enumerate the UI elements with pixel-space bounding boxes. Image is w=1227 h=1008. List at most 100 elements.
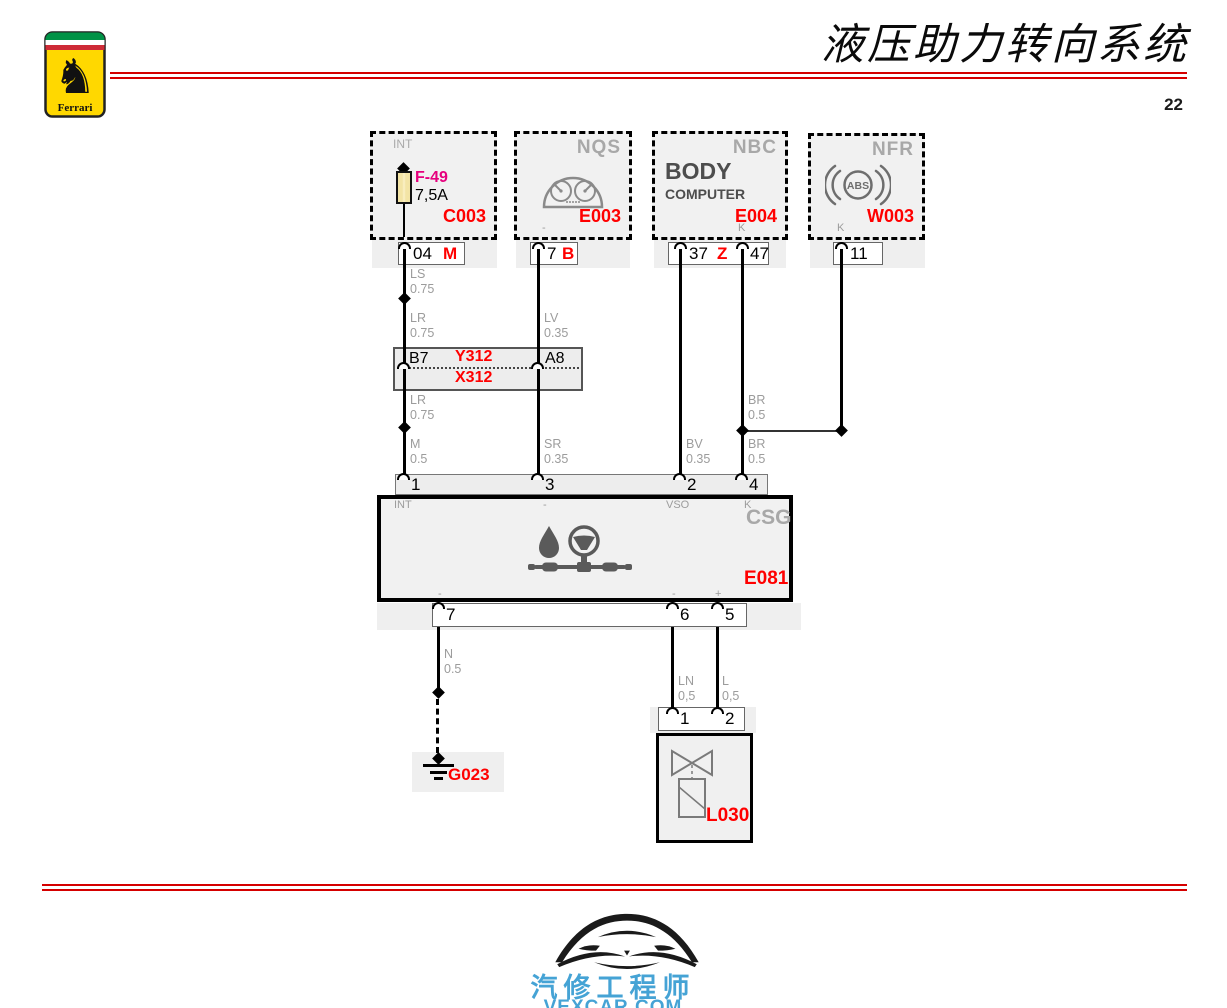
y312-id-upper: Y312 xyxy=(455,348,493,365)
pin-socket xyxy=(711,602,724,609)
csg-pin7-label: - xyxy=(438,588,442,600)
ground-icon xyxy=(434,777,443,780)
pin-socket xyxy=(531,473,544,480)
e004-pin-b: 47 xyxy=(750,244,769,263)
component-e004-body-computer: NBC BODY COMPUTER E004 xyxy=(652,131,788,240)
csg-top-connector xyxy=(395,474,768,495)
pin-socket xyxy=(531,362,544,369)
c003-id: C003 xyxy=(442,206,486,226)
component-e081-steering-ecu xyxy=(377,495,793,602)
csg-pin-1: 1 xyxy=(411,475,421,494)
csg-pin-6: 6 xyxy=(680,605,690,624)
e004-pin-a: 37 xyxy=(689,244,708,263)
fuse-lead-wire xyxy=(403,204,405,237)
l030-pin-1: 1 xyxy=(680,709,690,728)
csg-tag: CSG xyxy=(746,506,792,529)
junction-diamond xyxy=(835,424,848,437)
w003-pin-label: K xyxy=(837,222,845,234)
ferrari-horse-icon: ♞ xyxy=(53,51,96,104)
e081-id: E081 xyxy=(744,568,789,589)
e003-tag: NQS xyxy=(576,137,621,158)
car-logo-icon xyxy=(555,913,699,970)
solenoid-valve-icon xyxy=(671,749,713,818)
c003-connector xyxy=(398,242,465,265)
e004-id: E004 xyxy=(734,206,777,226)
junction-diamond xyxy=(398,292,411,305)
e003-connector-code: B xyxy=(562,244,575,263)
junction-diamond xyxy=(736,424,749,437)
instrument-cluster-icon xyxy=(542,176,604,209)
pin-socket xyxy=(735,473,748,480)
abs-warning-icon: ABS xyxy=(825,164,891,206)
csg-pin3-label: - xyxy=(543,499,547,511)
csg-pin-5: 5 xyxy=(725,605,735,624)
e004-pin47-label: K xyxy=(738,222,746,234)
footer-rule xyxy=(42,884,1187,891)
e003-pin-polarity: - xyxy=(542,222,546,234)
wire-valve-plus xyxy=(716,627,719,709)
y312-pin-left: B7 xyxy=(409,350,429,367)
y312-id-lower: X312 xyxy=(455,369,493,386)
page-number: 22 xyxy=(1164,95,1183,114)
wire-k-branch xyxy=(742,430,841,432)
fuse-rating: 7,5A xyxy=(415,187,448,204)
page-title: 液压助力转向系统 xyxy=(821,20,1189,70)
pin-socket xyxy=(532,242,545,249)
wire-ground xyxy=(437,627,440,689)
wire-ground-dashed xyxy=(436,699,439,753)
junction-diamond xyxy=(398,421,411,434)
component-w003-abs: NFR ABS W003 xyxy=(808,133,925,240)
inline-connector-y312 xyxy=(393,347,583,391)
junction-diamond xyxy=(432,686,445,699)
w003-id: W003 xyxy=(866,206,914,226)
c003-connector-code: M xyxy=(443,244,458,263)
wire-vso xyxy=(679,247,682,477)
l030-pin-2: 2 xyxy=(725,709,735,728)
pin-socket xyxy=(666,602,679,609)
pin-socket xyxy=(398,242,411,249)
csg-pin-4: 4 xyxy=(749,475,759,494)
pin-socket xyxy=(711,707,724,714)
csg-pin5-label: + xyxy=(715,588,722,600)
l030-id: L030 xyxy=(706,805,750,826)
ground-icon xyxy=(430,771,447,774)
component-c003-fusebox: INT F-49 7,5A C003 xyxy=(370,131,497,240)
fuse-name: F-49 xyxy=(415,169,448,186)
svg-text:ABS: ABS xyxy=(847,180,869,192)
csg-pin6-label: - xyxy=(672,588,676,600)
csg-bottom-connector xyxy=(432,603,747,627)
w003-tag: NFR xyxy=(871,139,914,160)
pin-socket xyxy=(432,602,445,609)
ferrari-wordmark: Ferrari xyxy=(58,102,93,114)
footer-brand: 汽修工程师 xyxy=(530,973,696,1003)
ground-icon xyxy=(423,764,454,767)
csg-pin-3: 3 xyxy=(545,475,555,494)
csg-pin-7: 7 xyxy=(446,605,456,624)
y312-pin-right: A8 xyxy=(545,350,565,367)
power-steering-icon xyxy=(528,525,632,572)
footer-site: VEXCAR.COM xyxy=(543,997,683,1008)
y312-mating-line xyxy=(397,367,579,369)
e004-name-line1: BODY xyxy=(665,158,732,184)
e003-id: E003 xyxy=(578,206,621,226)
pin-socket xyxy=(835,242,848,249)
component-e003-cluster: NQS E003 xyxy=(514,131,632,240)
g023-id: G023 xyxy=(448,765,490,784)
pin-socket xyxy=(666,707,679,714)
c003-int-label: INT xyxy=(393,137,413,151)
c003-pin: 04 xyxy=(413,244,432,263)
csg-pin-2: 2 xyxy=(687,475,697,494)
csg-pin4-label: K xyxy=(744,499,752,511)
